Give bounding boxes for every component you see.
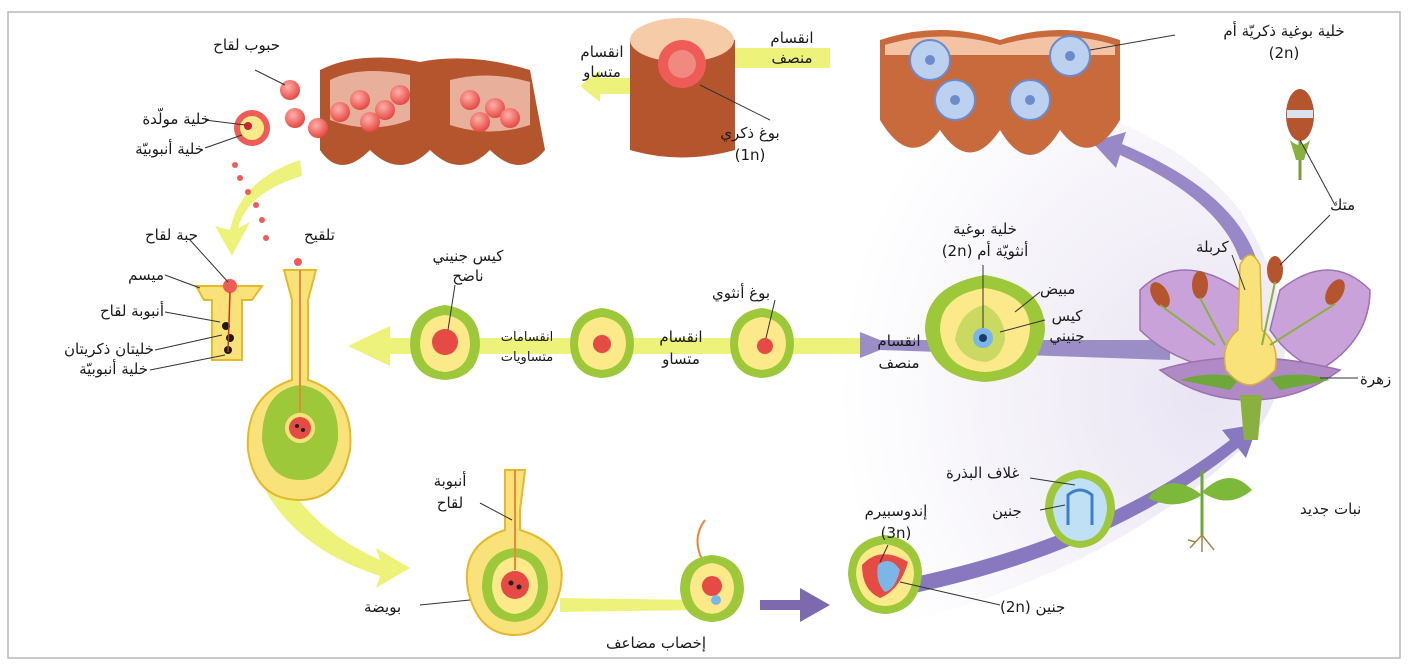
label-stigma: ميسم bbox=[128, 266, 164, 284]
label-pollination: تلقيح bbox=[304, 226, 335, 244]
label-carpel: كربلة bbox=[1196, 238, 1229, 256]
label-embryo: جنين bbox=[992, 502, 1022, 520]
label-ovary: مبيض bbox=[1040, 280, 1075, 298]
label-generative-cell: خلية مولّدة bbox=[142, 110, 210, 128]
label-new-plant: نبات جديد bbox=[1300, 500, 1361, 518]
label-mitosis-top: انقسام متساو bbox=[570, 42, 634, 82]
label-ovule: بويضة bbox=[364, 598, 401, 616]
label-mitosis-mid: انقسام متساو bbox=[646, 326, 716, 370]
pollen-grain-cell bbox=[234, 110, 270, 146]
label-meiosis-top: انقسام منصف bbox=[752, 28, 832, 68]
anther-with-pollen bbox=[320, 58, 545, 166]
label-mature-sac: كيس جنيني ناضح bbox=[418, 246, 518, 286]
label-meiosis-mid: انقسام منصف bbox=[864, 330, 934, 374]
label-embryo-2n: جنين (2n) bbox=[1000, 598, 1065, 616]
ovule-megaspore bbox=[730, 308, 794, 378]
seed-endosperm bbox=[848, 535, 922, 614]
label-tube-cell-top: خلية أنبوبيّة bbox=[135, 140, 204, 158]
label-pollen-tube-bottom: أنبوبة لقاح bbox=[420, 470, 480, 514]
label-megaspore: بوغ أنثوي bbox=[712, 284, 770, 302]
label-pollen-tube-left: أنبوبة لقاح bbox=[100, 302, 164, 320]
label-two-sperm: خليتان ذكريتان bbox=[64, 340, 154, 358]
label-microspore: بوغ ذكري (1n) bbox=[700, 122, 800, 166]
label-pollen-grains: حبوب لقاح bbox=[213, 36, 280, 54]
ovule-mitoses bbox=[570, 308, 634, 378]
label-endosperm: إندوسبيرم (3n) bbox=[846, 500, 946, 544]
label-flower: زهرة bbox=[1360, 370, 1391, 388]
ovule-mature-sac bbox=[410, 305, 480, 380]
label-anther: متك bbox=[1330, 196, 1355, 214]
label-mitoses-mid: انقسامات متساويات bbox=[482, 328, 572, 368]
label-tube-cell-left: خلية أنبوبيّة bbox=[79, 360, 148, 378]
label-seed-coat: غلاف البذرة bbox=[946, 464, 1019, 482]
label-megaspore-mother: خلية بوغية أنثويّة أم (2n) bbox=[920, 218, 1050, 262]
label-microspore-mother: خلية بوغية ذكريّة أم (2n) bbox=[1178, 20, 1390, 64]
label-double-fertilization: إخصاب مضاعف bbox=[606, 634, 706, 652]
label-pollen-grain: حبة لقاح bbox=[145, 226, 198, 244]
label-embryo-sac: كيس جنيني bbox=[1044, 306, 1090, 346]
